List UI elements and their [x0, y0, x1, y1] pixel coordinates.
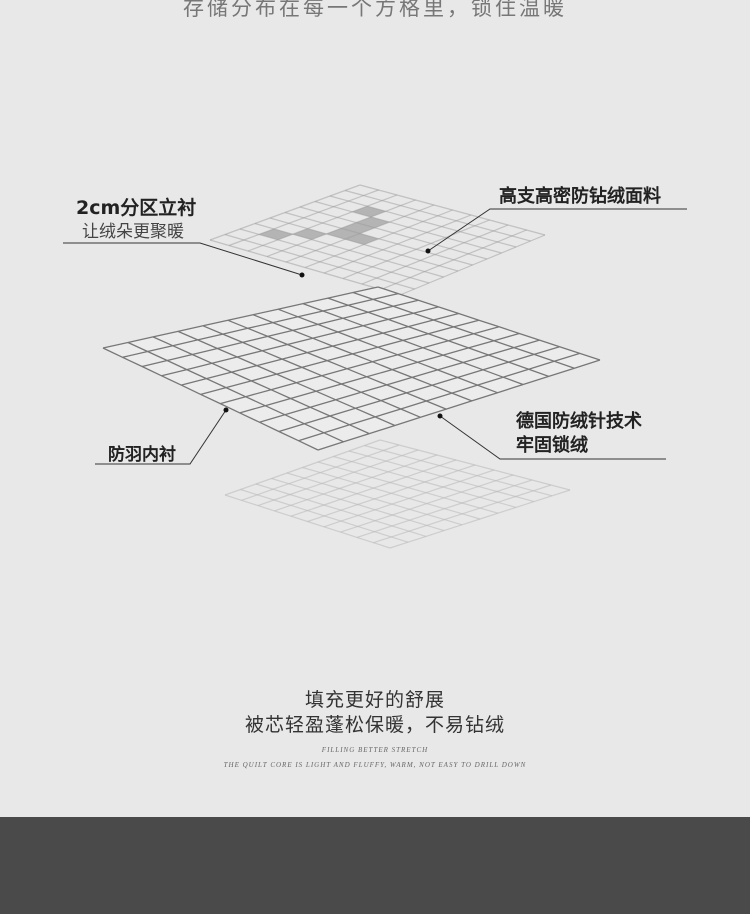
lining-shadow-grid — [323, 469, 495, 528]
tech-label-1: 德国防绒针技术 — [516, 411, 642, 432]
lining-shadow-grid — [340, 474, 514, 533]
footer-en-title: FILLING BETTER STRETCH — [321, 746, 429, 754]
partition-sublabel: 让绒朵更聚暖 — [82, 222, 184, 242]
shaded-cell — [258, 228, 293, 240]
lining-shadow-grid — [317, 461, 499, 514]
lining-label: 防羽内衬 — [108, 445, 176, 465]
shaded-cell — [352, 206, 386, 217]
footer-subtitle: 被芯轻盈蓬松保暖，不易钻绒 — [244, 714, 505, 736]
lining-shadow-grid — [348, 450, 535, 503]
leader-line — [95, 409, 227, 465]
lining-shadow-grid — [373, 484, 552, 544]
shaded-cell — [292, 228, 327, 240]
quilt-body — [103, 287, 600, 450]
quilt-grid — [202, 325, 421, 418]
quilt-grid — [259, 339, 540, 423]
quilt-grid — [102, 286, 379, 349]
quilt-grid — [177, 330, 396, 427]
partition-label: 2cm分区立衬 — [76, 197, 197, 219]
leader-line — [427, 208, 687, 252]
quilt-grid — [298, 352, 580, 442]
lining-shadow-grid — [356, 479, 533, 538]
lining-shadow-grid — [307, 464, 476, 523]
leader-dot — [223, 407, 229, 413]
leader-line — [63, 242, 303, 276]
quilt-grid — [152, 336, 370, 435]
fabric-layer-grid — [361, 224, 509, 285]
footer-en-subtitle: THE QUILT CORE IS LIGHT AND FLUFFY, WARM… — [223, 761, 527, 769]
quilt-grid — [317, 359, 601, 451]
fabric-layer-grid — [314, 200, 502, 254]
quilt-grid — [102, 347, 319, 451]
leader-dot — [425, 248, 431, 254]
footer-title: 填充更好的舒展 — [304, 689, 445, 711]
quilt-grid — [377, 286, 601, 361]
fabric-layer-grid — [329, 195, 517, 248]
quilt-grid — [252, 314, 473, 402]
quilt-grid — [220, 326, 500, 405]
fabric-layer-grid — [299, 206, 488, 260]
quilt-grid — [278, 346, 560, 433]
lining-shadow-grid — [364, 444, 553, 497]
top-caption: 存储分布在每一个方格里，锁住温暖 — [183, 0, 567, 20]
bottom-band — [0, 817, 750, 914]
quilt-grid — [161, 306, 439, 377]
quilt-grid — [302, 302, 524, 386]
quilt-grid — [127, 341, 344, 443]
quilt-grid — [352, 291, 575, 369]
tech-label-2: 牢固锁绒 — [516, 435, 588, 456]
leader-line — [439, 415, 666, 460]
lining-shadow-grid — [379, 439, 571, 491]
quilt-grid — [200, 319, 480, 396]
fabric-layer-grid — [342, 219, 490, 280]
quilt-grid — [122, 292, 399, 358]
quilt-grid — [239, 332, 520, 414]
lining-shadow-grid — [333, 455, 517, 508]
fabric-layer-grid — [380, 229, 527, 291]
fabric-label: 高支高密防钻绒面料 — [499, 186, 661, 207]
quilt-grid — [141, 299, 419, 368]
fabric-layer-grid — [399, 234, 546, 296]
quilt-grid — [227, 319, 447, 410]
quilt-grid — [181, 312, 459, 386]
fabric-layer-grid — [323, 214, 472, 274]
fabric-layer-grid — [304, 209, 453, 269]
fabric-layer-grid — [344, 189, 531, 242]
lining-shadow-grid — [389, 489, 571, 549]
quilt-grid — [327, 297, 549, 378]
fabric-layer-grid — [359, 184, 546, 236]
leader-dot — [437, 413, 443, 419]
quilt-layers-diagram — [63, 184, 687, 549]
quilt-grid — [277, 308, 498, 394]
leader-dot — [299, 272, 305, 278]
